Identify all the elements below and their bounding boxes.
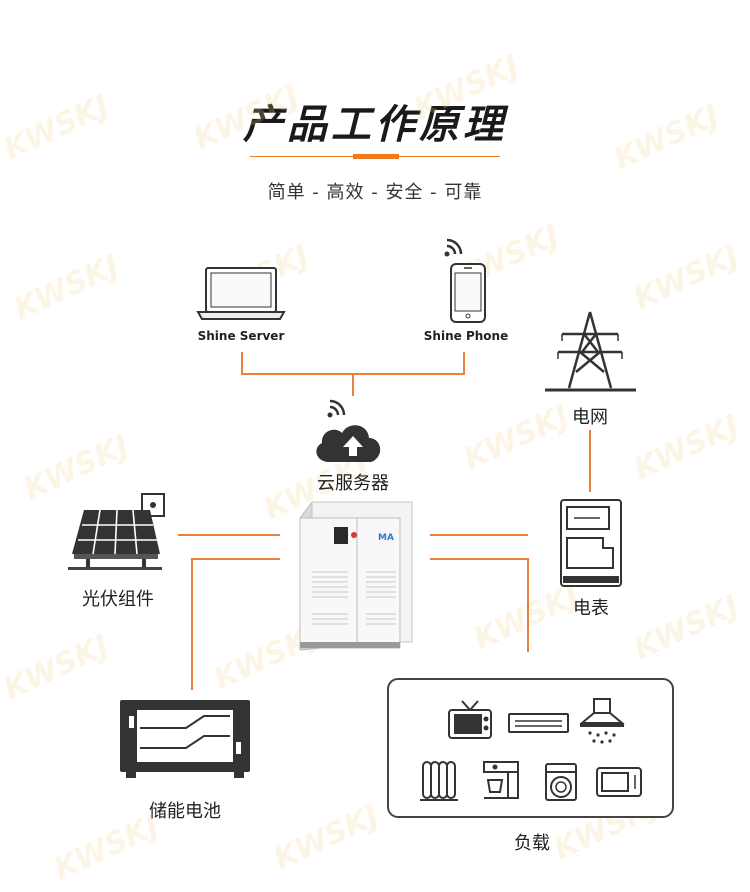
grid-label: 电网 [572, 407, 608, 428]
coffee-machine-icon [483, 761, 519, 799]
load-label: 负载 [514, 833, 550, 854]
watermark: KWSKJ [409, 48, 525, 127]
air-conditioner-icon [508, 713, 569, 733]
tv-icon [448, 700, 492, 739]
cloud-upload-icon [316, 425, 381, 462]
watermark: KWSKJ [0, 88, 114, 167]
watermark: KWSKJ [9, 248, 125, 327]
battery-label: 储能电池 [149, 801, 221, 822]
watermark: KWSKJ [19, 428, 135, 507]
watermark: KWSKJ [629, 408, 745, 487]
cloud-server-label: 云服务器 [317, 473, 389, 494]
wifi-signal-icon [444, 238, 463, 257]
shine-phone-label: Shine Phone [423, 329, 509, 343]
power-tower-icon [545, 311, 636, 392]
server-phone-connector [241, 352, 465, 375]
smartphone-icon [450, 263, 486, 323]
title-underline-accent [353, 154, 399, 159]
svg-text:MA: MA [378, 533, 394, 543]
watermark: KWSKJ [0, 628, 114, 707]
shine-server-label: Shine Server [197, 329, 285, 343]
watermark: KWSKJ [609, 98, 725, 177]
microwave-icon [596, 767, 642, 797]
wifi-signal-icon [327, 399, 346, 418]
page-title: 产品工作原理 [243, 102, 507, 148]
laptop-icon [196, 267, 286, 320]
inverter-cabinet-icon: MA [299, 501, 413, 651]
watermark: KWSKJ [629, 588, 745, 667]
watermark: KWSKJ [189, 78, 305, 157]
washing-machine-icon [545, 763, 577, 801]
connection-lines [178, 352, 591, 690]
electric-meter-icon [560, 499, 622, 587]
watermark: KWSKJ [629, 238, 745, 317]
solar-panel-icon [68, 493, 165, 570]
battery-icon [120, 700, 250, 778]
pv-module-label: 光伏组件 [82, 589, 154, 610]
page-subtitle: 简单 - 高效 - 安全 - 可靠 [267, 182, 483, 203]
oil-heater-icon [420, 761, 458, 801]
watermark: KWSKJ [269, 798, 385, 877]
battery-inverter-line [191, 558, 280, 690]
load-inverter-line [430, 558, 529, 652]
meter-label: 电表 [573, 598, 609, 619]
range-hood-icon [579, 698, 625, 744]
